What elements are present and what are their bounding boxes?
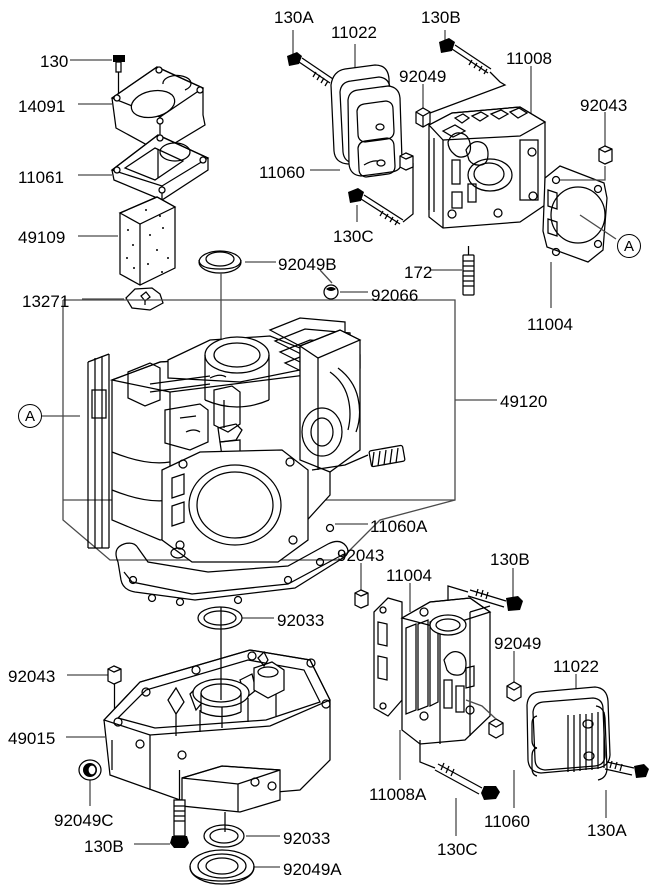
part-fitting-right-block	[311, 444, 406, 471]
part-92043-dowel-top	[598, 145, 613, 165]
callout-92049-top[interactable]: 92049	[399, 67, 447, 86]
part-49120-cylinder-block	[87, 317, 362, 563]
part-seal-mid-top	[399, 152, 414, 171]
part-11008A-cylinder-head	[400, 597, 492, 745]
part-14091-breather-cover	[110, 66, 206, 153]
part-49015-crankcase-cover	[102, 649, 331, 813]
part-130-bolt	[113, 55, 125, 96]
callout-49015[interactable]: 49015	[8, 729, 56, 748]
callout-11004-lower[interactable]: 11004	[386, 566, 433, 585]
callout-11008[interactable]: 11008	[506, 49, 553, 68]
callout-11060-top[interactable]: 11060	[259, 163, 306, 182]
part-11004-head-gasket-top	[542, 165, 608, 263]
callout-92049B[interactable]: 92049B	[278, 255, 337, 274]
part-92049C-seal	[78, 759, 102, 781]
callout-130A-top[interactable]: 130A	[274, 8, 314, 27]
part-13271-plate	[125, 287, 164, 311]
callout-11061[interactable]: 11061	[18, 168, 65, 187]
callout-11008A[interactable]: 11008A	[369, 785, 427, 804]
part-130C-bolt-lower	[419, 740, 500, 800]
part-11008-cylinder-head-top	[427, 106, 547, 229]
part-130A-bolt-top	[287, 52, 334, 87]
callout-11060-lower[interactable]: 11060	[484, 812, 531, 831]
part-11022-rocker-cover-top	[330, 64, 403, 178]
part-130B-bolt-lower-right	[447, 585, 523, 620]
callout-92043-top[interactable]: 92043	[580, 96, 628, 115]
callout-13271[interactable]: 13271	[22, 292, 70, 311]
part-92049-seal-lower-b	[488, 718, 504, 739]
part-92033-snap-ring-lower	[203, 812, 245, 848]
part-130C-bolt-top	[348, 163, 414, 226]
callout-130B-lower[interactable]: 130B	[84, 837, 124, 856]
part-92043-dowel-lower-right	[354, 589, 369, 609]
callout-92049-lower[interactable]: 92049	[494, 634, 542, 653]
callout-92049A[interactable]: 92049A	[283, 860, 342, 879]
part-11022-rocker-cover-lower	[526, 686, 611, 781]
part-92033-snap-ring-upper	[197, 606, 243, 700]
callout-92033-upper[interactable]: 92033	[277, 611, 325, 630]
part-130B-bolt-lower	[170, 770, 189, 848]
callout-130A-lower[interactable]: 130A	[587, 821, 627, 840]
section-marker-a-left[interactable]: A	[18, 404, 42, 428]
callout-130C-top[interactable]: 130C	[333, 227, 374, 246]
part-92049-seal-top	[415, 107, 431, 128]
callout-49120[interactable]: 49120	[500, 392, 548, 411]
part-92049B-seal	[198, 250, 242, 274]
callout-130B-top[interactable]: 130B	[421, 8, 461, 27]
callout-49109[interactable]: 49109	[18, 228, 66, 247]
section-marker-a-right[interactable]: A	[617, 234, 641, 258]
callout-14091[interactable]: 14091	[18, 97, 66, 116]
bracket-92049B-to-92066	[319, 269, 333, 284]
callout-11022-lower[interactable]: 11022	[553, 657, 600, 676]
callout-11004-top[interactable]: 11004	[527, 315, 574, 334]
part-11060A-gasket	[115, 523, 349, 607]
callout-11022-top[interactable]: 11022	[331, 23, 378, 42]
callout-130C-lower[interactable]: 130C	[437, 840, 478, 859]
callout-92043-mid[interactable]: 92043	[337, 546, 385, 565]
part-92066-plug	[323, 284, 339, 300]
part-11061-gasket	[110, 134, 210, 201]
part-92043-dowel-lower-left	[107, 665, 122, 710]
callout-92033-lower[interactable]: 92033	[283, 829, 331, 848]
callout-11060A[interactable]: 11060A	[370, 517, 428, 536]
part-11004-gasket-lower	[373, 597, 403, 717]
part-49109-breather-element	[118, 196, 177, 286]
part-130A-bolt-lower	[604, 760, 649, 778]
bracket-92043-top	[560, 166, 606, 181]
callout-92043-lower-left[interactable]: 92043	[8, 667, 56, 686]
callout-130B-lower-right[interactable]: 130B	[490, 550, 530, 569]
part-92049-seal-lower-a	[506, 681, 522, 702]
callout-92066[interactable]: 92066	[371, 286, 419, 305]
callout-92049C[interactable]: 92049C	[54, 811, 114, 830]
part-172-stud	[462, 246, 475, 296]
leader-92049-branch	[465, 699, 497, 720]
part-92049A-seal	[189, 849, 255, 885]
callout-130[interactable]: 130	[40, 52, 69, 71]
callout-172[interactable]: 172	[404, 263, 433, 282]
group-box-49120-lower	[62, 499, 456, 561]
leader-A-right	[579, 214, 617, 240]
